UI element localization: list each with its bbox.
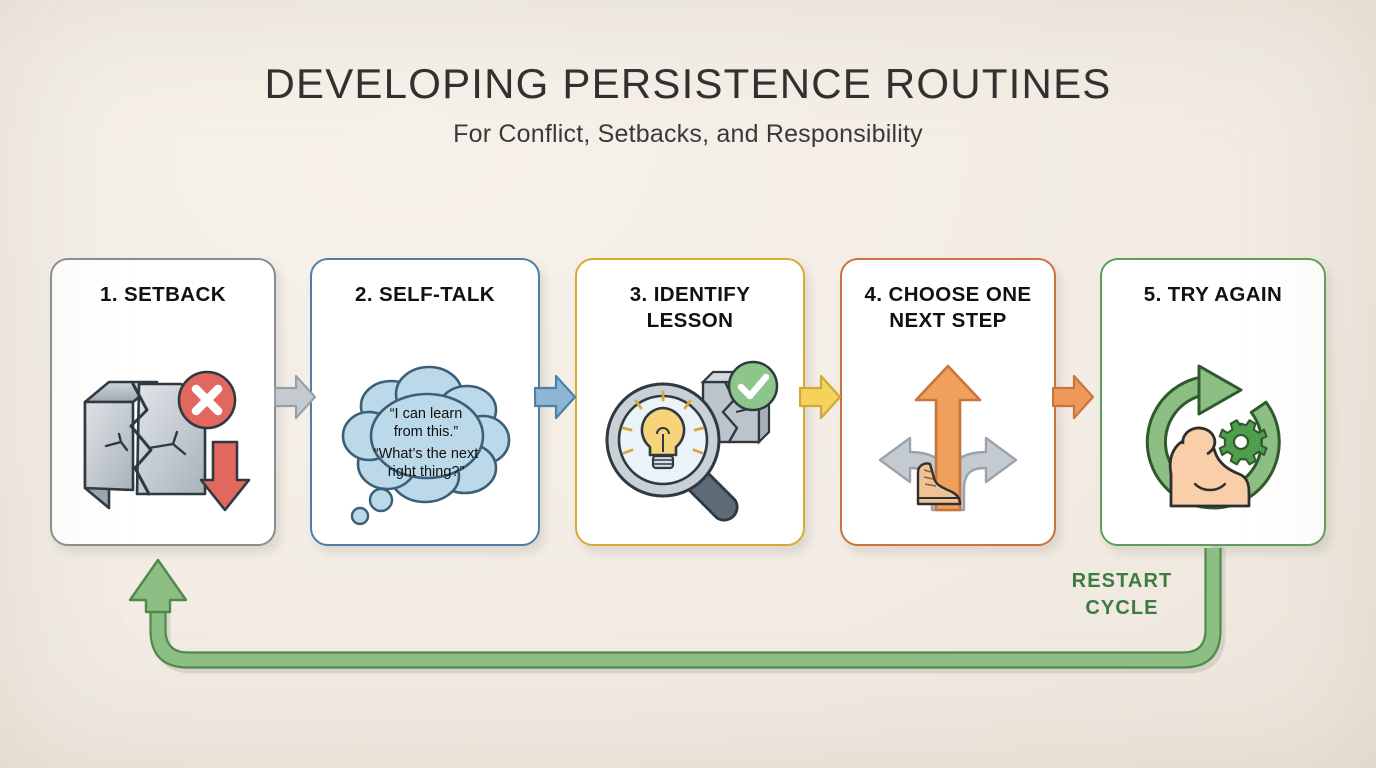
thought-bubble-icon: “I can learn from this.” “What’s the nex… [312,356,538,528]
page-title: DEVELOPING PERSISTENCE ROUTINES [264,60,1112,107]
step-card-identify-lesson[interactable]: 3. IDENTIFY LESSON [575,258,805,546]
step-card-title: 5. TRY AGAIN [1143,283,1283,306]
step-card-title: 3. IDENTIFY LESSON [629,283,751,333]
self-talk-text: “I can learn from this.” “What’s the nex… [374,406,479,480]
step-card-try-again[interactable]: 5. TRY AGAIN [1100,258,1326,546]
branching-arrows-boot-icon [842,356,1054,528]
magnifier-lightbulb-icon [577,356,803,528]
restart-cycle-label-line1: RESTART [1071,570,1173,592]
arrow-step3-to-step4 [798,372,842,427]
restart-cycle-label-line2: CYCLE [1085,597,1159,619]
step-card-title: 2. SELF-TALK [355,283,495,306]
step-card-choose-next-step[interactable]: 4. CHOOSE ONE NEXT STEP [840,258,1056,546]
header: DEVELOPING PERSISTENCE ROUTINES For Conf… [0,60,1376,149]
step-card-self-talk[interactable]: 2. SELF-TALK “I can learn from this.” [310,258,540,546]
svg-text:“I can learn: “I can learn [390,406,463,422]
arrow-step2-to-step3 [533,372,577,427]
page-subtitle: For Conflict, Setbacks, and Responsibili… [453,120,923,149]
cracked-block-icon [52,356,274,528]
step-card-title: 1. SETBACK [100,283,226,306]
svg-text:“What’s the next: “What’s the next [374,446,479,462]
svg-text:right thing?”: right thing?” [388,464,465,480]
step-card-setback[interactable]: 1. SETBACK [50,258,276,546]
restart-cycle-label: RESTART CYCLE [1062,568,1182,622]
svg-text:from this.”: from this.” [394,424,459,440]
refresh-bicep-gear-icon [1102,356,1324,528]
arrow-step4-to-step5 [1051,372,1095,427]
step-card-title: 4. CHOOSE ONE NEXT STEP [864,283,1032,333]
arrow-step1-to-step2 [273,372,317,427]
